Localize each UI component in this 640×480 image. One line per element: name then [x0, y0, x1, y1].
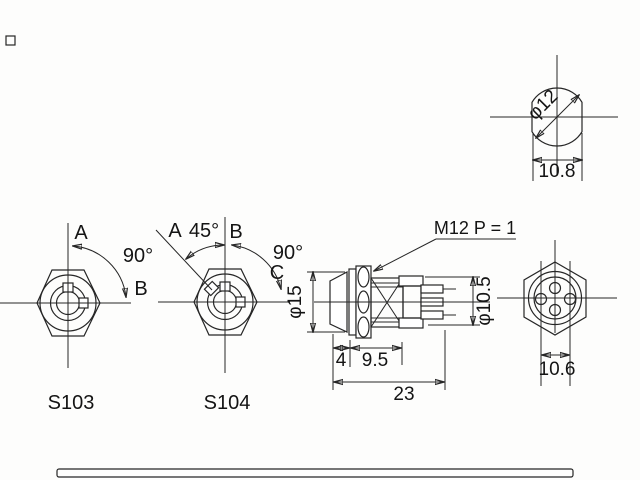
dim-10-8-label: 10.8 [539, 161, 576, 182]
side-view: M12 P = 1 φ15 φ10.5 4 9.5 23 [285, 218, 516, 405]
top-view: φ12 10.8 [490, 55, 618, 182]
housing-ear-top [398, 275, 424, 287]
angle-arc-45 [186, 245, 224, 259]
scan-artifact-square [5, 35, 16, 46]
angle-arc-90 [73, 246, 126, 297]
front-view-s103: A 90° B S103 [0, 222, 153, 414]
front-view-s104: A 45° B 90° C S104 [155, 217, 303, 414]
terminal-pin-bottom [548, 303, 562, 317]
axis-b-label: B [229, 221, 242, 243]
axis-b-label: B [134, 278, 147, 300]
angle-90-label: 90° [273, 242, 303, 264]
terminal-pin-right [563, 292, 577, 306]
dim-10-6-label: 10.6 [539, 359, 576, 380]
model-s103-label: S103 [48, 392, 95, 414]
model-s104-label: S104 [204, 392, 251, 414]
terminal-pin [420, 310, 444, 320]
dim-phi10-5-label: φ10.5 [474, 276, 495, 325]
axis-a-label: A [168, 220, 182, 242]
angle-90-label: 90° [123, 245, 153, 267]
nut-facet [357, 316, 370, 338]
terminal-pin [420, 284, 444, 294]
dim-phi15-label: φ15 [285, 285, 306, 318]
dim-line-phi12 [536, 95, 579, 138]
terminal-pin-left [534, 292, 548, 306]
dim-9-5-label: 9.5 [362, 350, 388, 371]
shaft-outline [531, 87, 583, 147]
axis-a-label: A [74, 222, 88, 244]
hex-outline [523, 261, 587, 336]
thread-spec-label: M12 P = 1 [434, 218, 516, 238]
angle-arc-90 [232, 245, 281, 289]
rear-view: 10.6 [497, 240, 617, 386]
dim-23-label: 23 [393, 384, 414, 405]
dim-4-label: 4 [336, 350, 347, 371]
horizontal-scrollbar-thumb[interactable] [56, 468, 574, 478]
housing-circle [527, 270, 583, 326]
axis-c-label: C [270, 262, 284, 284]
housing-ear-bottom [398, 317, 424, 329]
angle-45-label: 45° [189, 220, 219, 242]
nut-facet [357, 266, 370, 288]
terminal-pin-top [548, 281, 562, 295]
key-slot-tab-diagonal [203, 280, 220, 297]
leader-line [374, 238, 437, 271]
